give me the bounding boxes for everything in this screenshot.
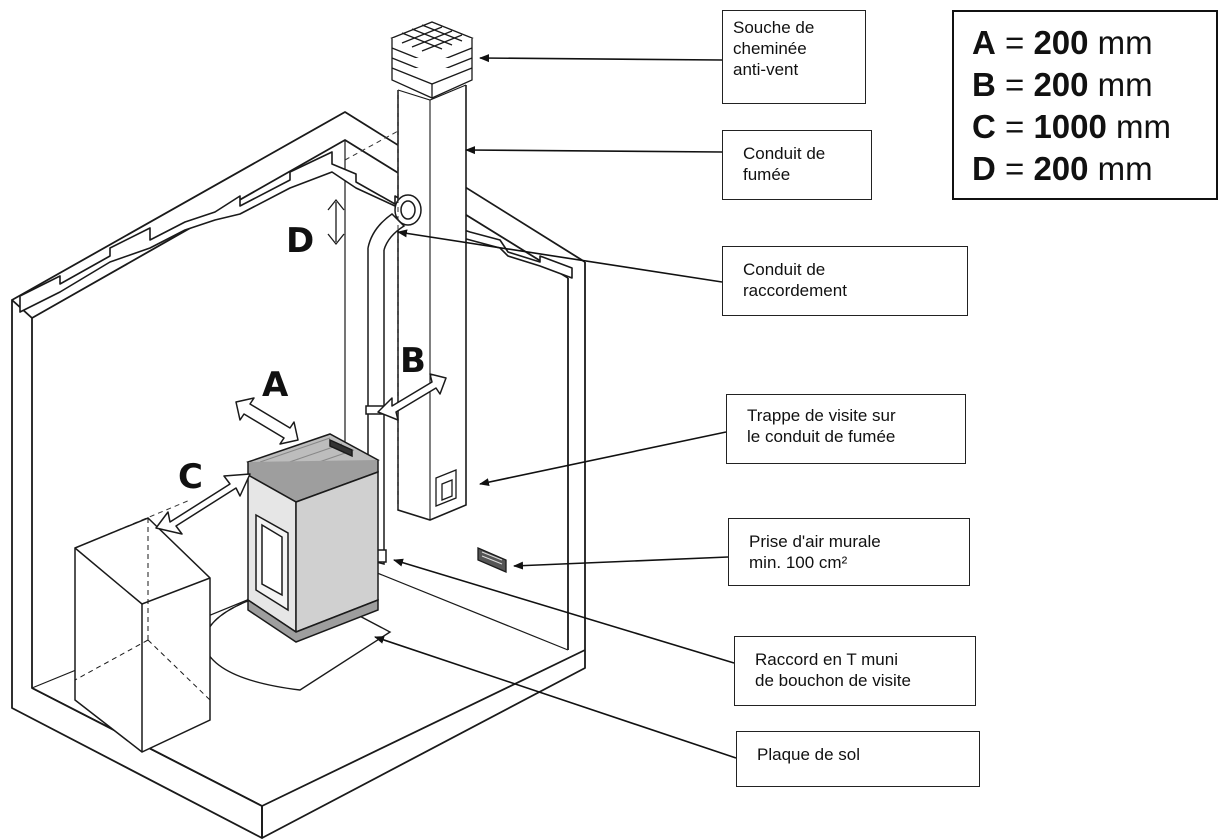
callout-trappe: Trappe de visite sur le conduit de fumée [726, 394, 966, 464]
legend-eq: = [995, 24, 1034, 61]
legend-value: 1000 [1033, 108, 1107, 145]
callout-raccordement: Conduit de raccordement [722, 246, 968, 316]
legend-eq: = [995, 150, 1034, 187]
dimensions-legend: A = 200 mm B = 200 mm C = 1000 mm D = 20… [952, 10, 1218, 200]
leader-raccordement [397, 229, 723, 283]
leader-conduit-fumee [465, 146, 723, 155]
legend-key: B [972, 66, 996, 103]
dim-label-d: D [286, 221, 314, 261]
leader-raccord-t [393, 558, 735, 664]
cabinet [74, 517, 211, 753]
legend-value: 200 [1033, 24, 1089, 61]
legend-unit: mm [1106, 108, 1172, 145]
legend-eq: = [995, 66, 1034, 103]
legend-key: D [972, 150, 996, 187]
inspection-hatch [435, 469, 457, 507]
leader-souche [479, 54, 723, 63]
legend-value: 200 [1033, 150, 1089, 187]
clearance-arrow-a [235, 397, 299, 445]
legend-value: 200 [1033, 66, 1089, 103]
leader-prise-air [513, 556, 729, 570]
legend-row-b: B = 200 mm [972, 64, 1216, 106]
leader-lines [374, 54, 737, 759]
pellet-stove [246, 433, 380, 643]
legend-key: A [972, 24, 996, 61]
legend-unit: mm [1088, 66, 1153, 103]
dim-label-c: C [178, 457, 203, 497]
callout-souche: Souche de cheminée anti-vent [722, 10, 866, 104]
legend-row-d: D = 200 mm [972, 148, 1216, 190]
chimney-cap [390, 21, 474, 99]
clearance-arrow-c [155, 473, 251, 535]
legend-row-a: A = 200 mm [972, 22, 1216, 64]
legend-eq: = [995, 108, 1034, 145]
legend-row-c: C = 1000 mm [972, 106, 1216, 148]
clearance-arrow-b [377, 373, 447, 421]
leader-plaque [374, 636, 737, 759]
dim-label-b: B [400, 341, 426, 381]
dimension-labels: A B C D [178, 221, 426, 497]
legend-unit: mm [1088, 150, 1153, 187]
wall-air-inlet [477, 547, 507, 573]
callout-prise-air: Prise d'air murale min. 100 cm² [728, 518, 970, 586]
legend-key: C [972, 108, 996, 145]
legend-unit: mm [1088, 24, 1153, 61]
callout-plaque: Plaque de sol [736, 731, 980, 787]
dim-label-a: A [262, 365, 289, 405]
callout-raccord-t: Raccord en T muni de bouchon de visite [734, 636, 976, 706]
callout-conduit-fumee: Conduit de fumée [722, 130, 872, 200]
leader-trappe [479, 431, 727, 487]
clearance-arrow-d [327, 198, 345, 246]
chimney-stack [397, 84, 467, 521]
